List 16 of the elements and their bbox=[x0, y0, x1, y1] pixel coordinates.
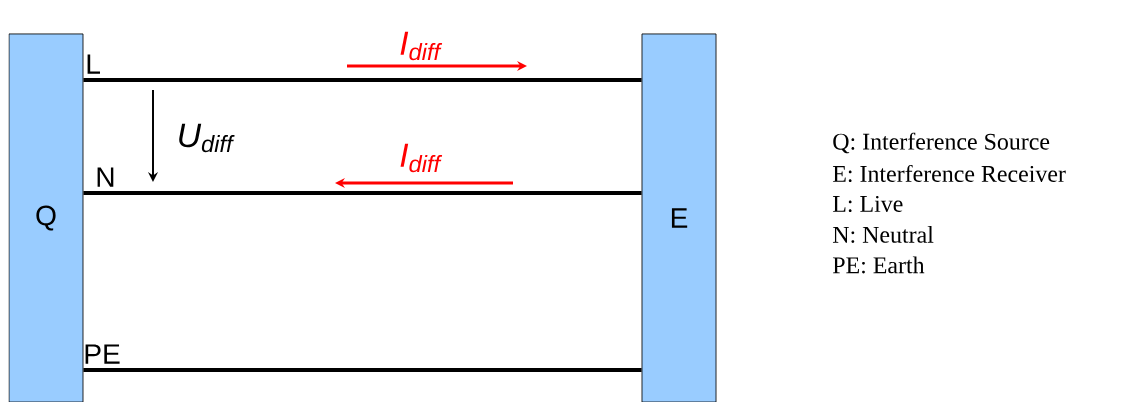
wire-label: PE bbox=[85, 344, 120, 364]
legend-text: N: Neutral bbox=[832, 226, 934, 243]
legend-text: L: Live bbox=[832, 195, 903, 213]
terminal-block: E bbox=[641, 33, 717, 402]
legend-text: E: Interference Receiver bbox=[832, 164, 1066, 183]
terminal-block: Q bbox=[8, 33, 84, 402]
wire-line bbox=[83, 78, 642, 82]
legend-text: PE: Earth bbox=[832, 256, 925, 274]
wire-label: L bbox=[87, 54, 100, 74]
wire-line bbox=[83, 368, 642, 372]
wire-line bbox=[83, 191, 642, 195]
quantity-label: I$_{diff}$ bbox=[400, 31, 443, 61]
legend-text: Q: Interference Source bbox=[833, 132, 1050, 154]
wire-label: N bbox=[97, 167, 114, 187]
quantity-label: U$_{diff}$ bbox=[179, 123, 235, 153]
quantity-label: I$_{diff}$ bbox=[400, 143, 443, 173]
